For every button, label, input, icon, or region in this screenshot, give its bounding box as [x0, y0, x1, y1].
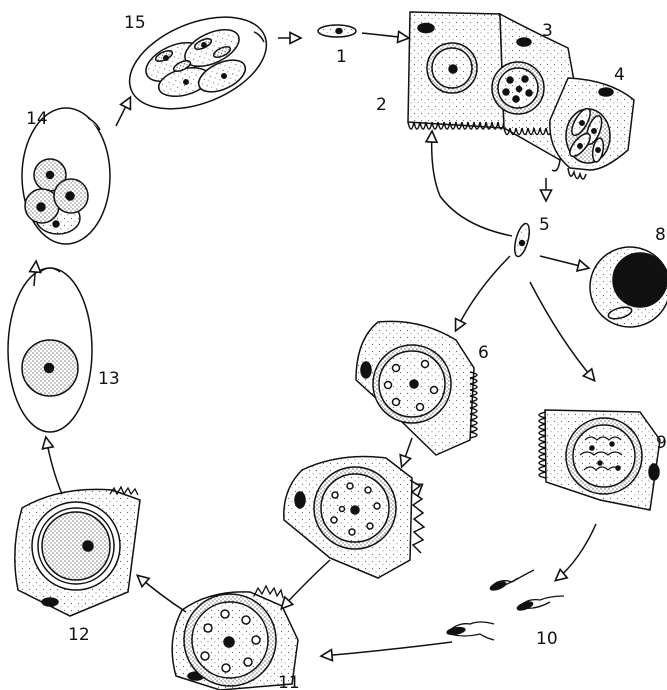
stage-8-cyst: [590, 247, 667, 327]
label-11: 11: [278, 673, 300, 690]
arrow-5-to-6: [456, 256, 510, 330]
label-2: 2: [376, 95, 387, 115]
arrow-9-to-10: [556, 524, 596, 580]
label-12: 12: [68, 625, 90, 645]
arrow-12-to-13: [46, 438, 62, 494]
arrow-5-to-9: [530, 282, 594, 380]
label-3: 3: [542, 21, 553, 41]
stage-7-epithelial-cell: [284, 457, 424, 579]
arrow-14-to-15: [116, 98, 130, 126]
label-5: 5: [539, 215, 550, 235]
label-9: 9: [656, 433, 667, 453]
label-7: 7: [414, 481, 425, 501]
stage-6-epithelial-cell: [356, 321, 477, 455]
stage-1-sporozoite: [318, 25, 356, 37]
arrow-5-to-2: [432, 132, 512, 236]
arrow-1-to-2: [362, 33, 408, 38]
stage-9-epithelial-cell: [539, 410, 660, 510]
label-15: 15: [124, 13, 146, 33]
stage-2-epithelial-cell: [408, 12, 504, 129]
arrow-10-to-11: [322, 642, 452, 656]
stage-12-epithelial-cell: [15, 487, 140, 616]
label-14: 14: [26, 109, 48, 129]
arrow-7-to-11: [282, 560, 330, 608]
stage-4-epithelial-cell: [550, 78, 634, 179]
label-1: 1: [336, 47, 347, 67]
label-6: 6: [478, 343, 489, 363]
label-8: 8: [655, 225, 666, 245]
arrow-5-to-8: [540, 256, 588, 268]
stage-5-merozoite: [512, 222, 532, 258]
label-4: 4: [614, 65, 625, 85]
stage-13-oocyst: [8, 268, 92, 432]
arrow-6-to-7: [402, 438, 412, 466]
label-10: 10: [536, 629, 558, 649]
arrow-11-to-12: [138, 576, 186, 612]
label-13: 13: [98, 369, 120, 389]
